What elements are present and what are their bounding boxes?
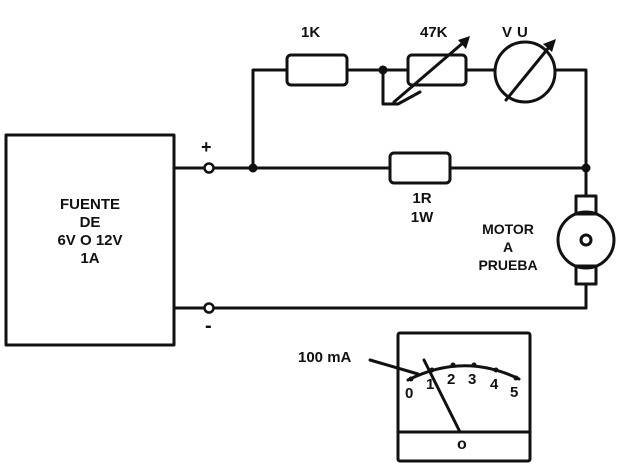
potentiometer-47k [406, 53, 468, 87]
wire-pot-wiper [381, 68, 422, 106]
terminal-negative [203, 302, 215, 314]
power-supply-line3: 6V O 12V [57, 232, 123, 249]
meter-tick-label: 5 [510, 384, 519, 401]
vu-meter-arrow-line [504, 44, 552, 102]
analog-meter-body [396, 331, 532, 463]
meter-tick-mark [450, 362, 456, 368]
resistor-1w-power-label: 1W [410, 209, 434, 226]
terminal-positive [203, 162, 215, 174]
resistor-1k-label: 1K [301, 24, 321, 41]
meter-zero-adjust-screw-icon: o [457, 436, 467, 453]
motor-brush-bottom [574, 264, 598, 286]
meter-tick-label: 4 [490, 376, 499, 393]
meter-tick-mark [408, 376, 414, 382]
analog-meter-scale-arc [406, 364, 521, 382]
wire-upper-branch-right [553, 68, 588, 170]
meter-tick-mark [513, 375, 519, 381]
resistor-1k [285, 53, 349, 87]
meter-tick-label: 0 [405, 385, 414, 402]
meter-tick-mark [493, 367, 499, 373]
power-supply-line4: 1A [80, 250, 100, 267]
vu-arrowhead-icon [543, 39, 556, 52]
power-supply-line1: FUENTE [60, 196, 120, 213]
power-supply-label: FUENTE DE 6V O 12V 1A [6, 196, 174, 268]
callout-leader-line [368, 358, 420, 376]
motor-label-line2: A [502, 239, 514, 255]
potentiometer-47k-label: 47K [420, 24, 448, 41]
motor-label-line1: MOTOR [482, 221, 534, 237]
vu-meter-label: VU [502, 24, 533, 41]
resistor-1r-value-label: 1R [412, 190, 432, 207]
motor-body [556, 210, 616, 270]
potentiometer-arrowhead-icon [458, 36, 470, 49]
terminal-minus-label: - [205, 315, 212, 337]
meter-tick-label: 3 [468, 371, 477, 388]
meter-tick-mark [429, 367, 435, 373]
resistor-1r-1w [388, 151, 452, 185]
potentiometer-arrow-line [392, 40, 466, 104]
vu-meter-circle [493, 40, 557, 104]
meter-callout-label: 100 mA [298, 349, 352, 366]
motor-label: MOTOR A PRUEBA [468, 220, 548, 274]
junction-dot [248, 163, 258, 173]
power-supply-line2: DE [79, 214, 101, 231]
motor-shaft-icon [579, 233, 593, 247]
motor-brush-top [574, 194, 598, 216]
junction-dot [378, 65, 388, 75]
motor-label-line3: PRUEBA [478, 257, 538, 273]
meter-tick-label: 1 [426, 376, 435, 393]
meter-tick-label: 2 [447, 371, 456, 388]
analog-meter-needle [422, 358, 462, 434]
power-supply-box [4, 133, 176, 347]
meter-tick-mark [471, 362, 477, 368]
wire-upper-branch-left [251, 68, 289, 170]
junction-dot [581, 163, 591, 173]
terminal-plus-label: + [201, 137, 212, 157]
